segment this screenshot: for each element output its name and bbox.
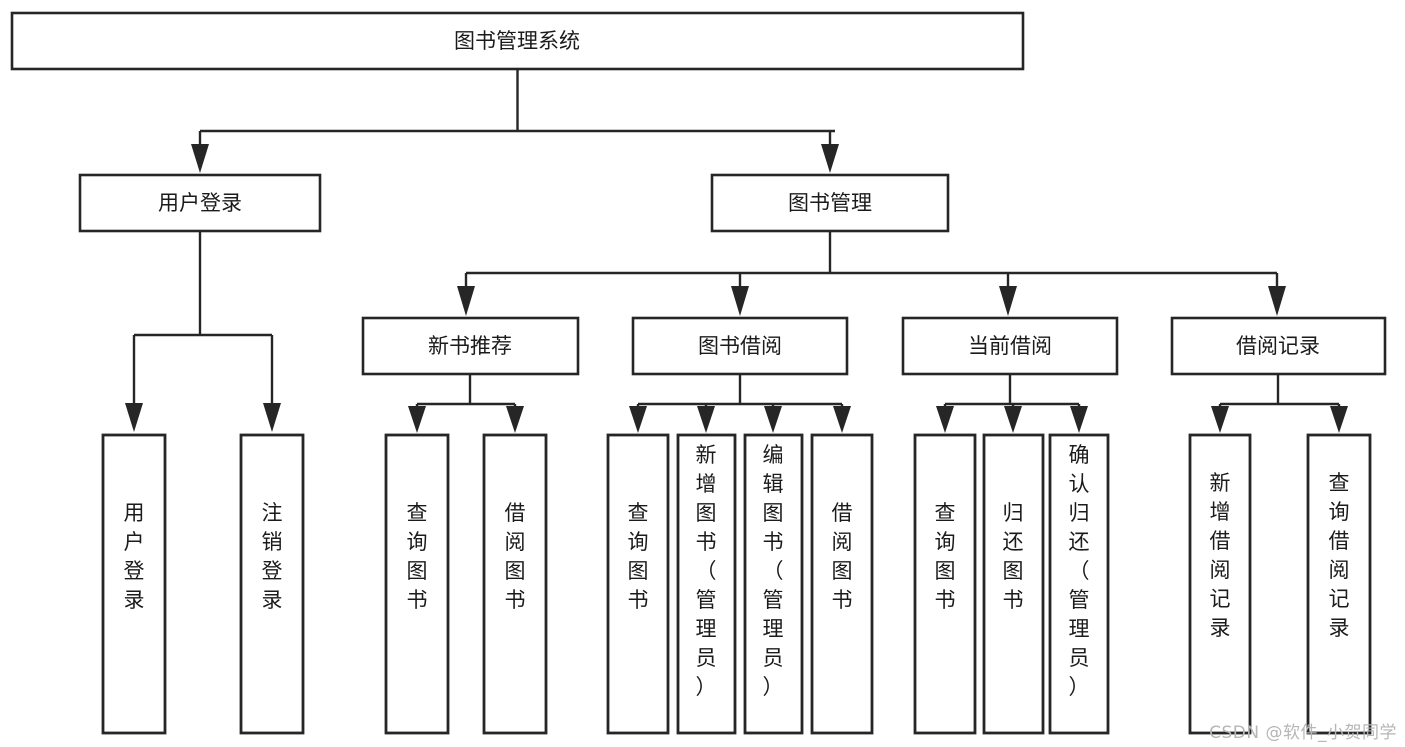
connector-group-userlogin-to-leaves — [125, 231, 281, 432]
leaf-query-book-borrow-box[interactable] — [606, 433, 670, 735]
node-user-login-label: 用户登录 — [158, 191, 242, 215]
leaf-query-book-borrow[interactable]: 查询图书 — [606, 433, 670, 735]
arrow-head-leaf-borrow-book-rec — [506, 406, 524, 433]
connector-group-borrowrecord-to-leaves — [1211, 374, 1348, 433]
leaf-borrow-book-rec-label: 借阅图书 — [505, 501, 526, 612]
arrow-head-leaf-query-borrow-record — [1330, 406, 1348, 433]
node-book-borrow[interactable]: 图书借阅 — [631, 316, 849, 376]
leaf-query-book-borrow-label: 查询图书 — [628, 501, 649, 612]
leaf-add-borrow-record-label: 新增借阅记录 — [1210, 471, 1231, 640]
leaf-confirm-return-admin-label: 确认归还（管理员） — [1069, 443, 1090, 699]
leaf-edit-book-admin[interactable]: 编辑图书（管理员） — [743, 433, 804, 735]
arrow-head-leaf-logout-login — [263, 403, 281, 432]
arrow-head-leaf-add-borrow-record — [1211, 406, 1229, 433]
arrow-head-leaf-return-book — [1004, 406, 1022, 433]
leaf-edit-book-admin-box[interactable] — [743, 433, 804, 735]
csdn-watermark: CSDN @软件_小贺同学 — [1209, 723, 1397, 743]
leaf-add-book-admin-box[interactable] — [676, 433, 737, 735]
leaf-return-book[interactable]: 归还图书 — [982, 433, 1045, 735]
leaf-confirm-return-admin[interactable]: 确认归还（管理员） — [1048, 433, 1110, 735]
node-root-label: 图书管理系统 — [454, 29, 580, 53]
leaf-edit-book-admin-label: 编辑图书（管理员） — [763, 443, 784, 699]
connector-group-bookmgmt-to-level2 — [457, 231, 1286, 316]
leaf-confirm-return-admin-box[interactable] — [1048, 433, 1110, 735]
leaf-query-book-rec-box[interactable] — [384, 433, 450, 735]
leaf-borrow-book[interactable]: 借阅图书 — [810, 433, 874, 735]
node-current-borrow-label: 当前借阅 — [968, 334, 1052, 358]
connector-group-root-to-level1 — [191, 69, 839, 173]
node-borrow-record-box[interactable] — [1170, 316, 1387, 376]
arrow-head-leaf-query-book-borrow — [629, 406, 647, 433]
leaf-query-book-current[interactable]: 查询图书 — [913, 433, 977, 735]
leaf-add-borrow-record-box[interactable] — [1188, 433, 1252, 735]
leaf-query-book-rec[interactable]: 查询图书 — [384, 433, 450, 735]
arrow-head-book-borrow — [731, 286, 749, 316]
arrow-head-leaf-edit-book-admin — [764, 406, 782, 433]
node-book-management-box[interactable] — [710, 173, 950, 233]
leaf-return-book-label: 归还图书 — [1003, 501, 1024, 612]
node-user-login[interactable]: 用户登录 — [78, 173, 322, 233]
leaf-query-book-current-box[interactable] — [913, 433, 977, 735]
leaf-add-book-admin[interactable]: 新增图书（管理员） — [676, 433, 737, 735]
node-book-management-label: 图书管理 — [788, 191, 872, 215]
node-root-box[interactable] — [10, 11, 1025, 71]
leaf-user-login[interactable]: 用户登录 — [101, 433, 167, 735]
leaf-query-book-rec-label: 查询图书 — [407, 501, 428, 612]
arrow-head-leaf-query-book-current — [936, 406, 954, 433]
arrow-head-current-borrow — [999, 286, 1017, 316]
leaf-query-borrow-record[interactable]: 查询借阅记录 — [1306, 433, 1372, 735]
leaf-return-book-box[interactable] — [982, 433, 1045, 735]
leaf-query-borrow-record-label: 查询借阅记录 — [1329, 471, 1350, 640]
arrow-head-user-login — [191, 144, 209, 173]
leaf-add-book-admin-label: 新增图书（管理员） — [696, 443, 717, 699]
node-current-borrow-box[interactable] — [901, 316, 1119, 376]
leaf-logout-login[interactable]: 注销登录 — [239, 433, 305, 735]
leaf-borrow-book-rec-box[interactable] — [482, 433, 548, 735]
leaf-logout-login-label: 注销登录 — [262, 501, 283, 612]
leaf-logout-login-box[interactable] — [239, 433, 305, 735]
arrow-head-book-management — [821, 144, 839, 173]
arrow-head-new-book-recommend — [457, 286, 475, 316]
arrow-head-leaf-query-book-rec — [408, 406, 426, 433]
leaf-add-borrow-record[interactable]: 新增借阅记录 — [1188, 433, 1252, 735]
connector-group-bookborrow-to-leaves — [629, 374, 851, 433]
node-borrow-record-label: 借阅记录 — [1236, 334, 1320, 358]
leaf-user-login-box[interactable] — [101, 433, 167, 735]
node-new-book-recommend-label: 新书推荐 — [428, 334, 512, 358]
node-book-borrow-label: 图书借阅 — [698, 334, 782, 358]
node-book-management[interactable]: 图书管理 — [710, 173, 950, 233]
node-borrow-record[interactable]: 借阅记录 — [1170, 316, 1387, 376]
node-new-book-recommend-box[interactable] — [361, 316, 580, 376]
leaf-query-book-current-label: 查询图书 — [935, 501, 956, 612]
arrow-head-leaf-borrow-book — [833, 406, 851, 433]
arrow-head-leaf-confirm-return-admin — [1070, 406, 1088, 433]
leaf-query-borrow-record-box[interactable] — [1306, 433, 1372, 735]
arrow-head-borrow-record — [1268, 286, 1286, 316]
arrow-head-leaf-user-login — [125, 403, 143, 432]
node-user-login-box[interactable] — [78, 173, 322, 233]
node-new-book-recommend[interactable]: 新书推荐 — [361, 316, 580, 376]
connector-group-newbook-to-leaves — [408, 374, 524, 433]
leaf-user-login-label: 用户登录 — [124, 501, 145, 612]
leaf-borrow-book-rec[interactable]: 借阅图书 — [482, 433, 548, 735]
leaf-borrow-book-label: 借阅图书 — [832, 501, 853, 612]
node-root[interactable]: 图书管理系统 — [10, 11, 1025, 71]
connector-group-currentborrow-to-leaves — [936, 374, 1088, 433]
arrow-head-leaf-add-book-admin — [697, 406, 715, 433]
leaf-borrow-book-box[interactable] — [810, 433, 874, 735]
node-book-borrow-box[interactable] — [631, 316, 849, 376]
node-current-borrow[interactable]: 当前借阅 — [901, 316, 1119, 376]
